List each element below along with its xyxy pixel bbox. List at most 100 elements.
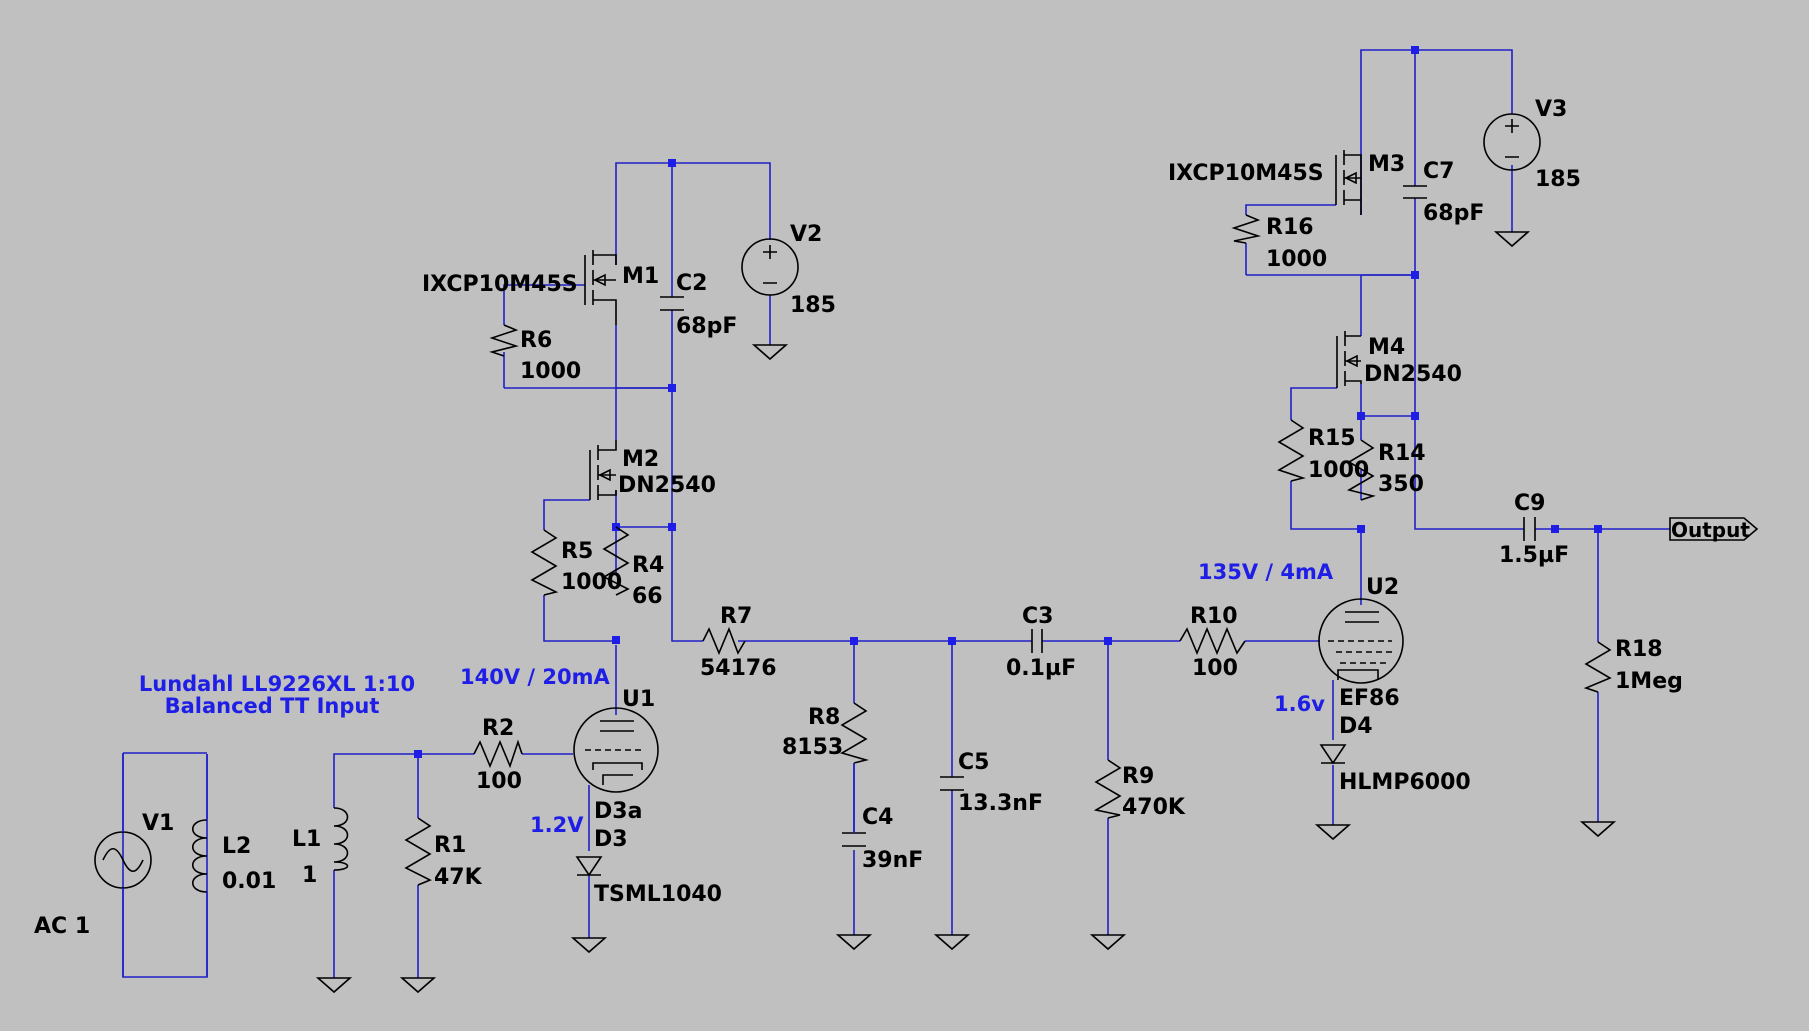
r15-resistor [1277,419,1306,482]
v2-value: 185 [790,293,836,318]
r15-value: 1000 [1308,458,1369,483]
r8-name: R8 [808,705,840,730]
r9-resistor [1093,759,1122,819]
c7-name: C7 [1423,159,1454,184]
v1-name: V1 [142,811,174,836]
c2-value: 68pF [676,314,737,339]
c5-value: 13.3nF [958,791,1043,816]
ground-symbols [315,231,1617,994]
r14-name: R14 [1378,441,1426,466]
r2-value: 100 [476,769,522,794]
r4-name: R4 [632,553,664,578]
d3-value: TSML1040 [594,882,722,907]
d3-name: D3 [594,827,628,852]
r18-name: R18 [1615,637,1663,662]
r10-name: R10 [1190,604,1238,629]
m3-mosfet [1335,150,1362,215]
l2-inductor [191,754,208,977]
c4-name: C4 [862,805,893,830]
m3-name: M3 [1368,152,1405,177]
m2-name: M2 [622,447,659,472]
r15-name: R15 [1308,426,1356,451]
d3-diode [575,856,603,877]
input-type-note: Balanced TT Input [165,694,380,718]
v3-name: V3 [1535,97,1567,122]
u2-tube [1318,598,1404,684]
r10-value: 100 [1192,656,1238,681]
r4-value: 66 [632,584,663,609]
junctions [414,46,1602,758]
d3a-name: D3a [594,799,642,824]
m1-mosfet [584,250,617,325]
u2-value: EF86 [1339,686,1400,711]
m2-value: DN2540 [618,473,716,498]
annotations: Lundahl LL9226XL 1:10 Balanced TT Input … [139,560,1334,837]
r18-value: 1Meg [1615,669,1683,694]
v3-source [1483,113,1541,171]
u1-tube [573,707,659,793]
m3-value: IXCP10M45S [1168,161,1324,186]
r1-value: 47K [434,865,483,890]
r1-name: R1 [434,833,466,858]
u1-name: U1 [622,687,655,712]
m2-mosfet [589,440,617,500]
r7-value: 54176 [700,656,777,681]
r16-value: 1000 [1266,247,1327,272]
r1-resistor [404,817,432,886]
r5-resistor [530,529,559,596]
m1-name: M1 [622,264,659,289]
c7-capacitor [1403,185,1427,199]
r2-name: R2 [482,716,514,741]
output-port-flag [1669,517,1759,541]
c5-capacitor [940,776,964,791]
r8-resistor [839,702,870,764]
r2-resistor [473,739,523,769]
c7-value: 68pF [1423,201,1484,226]
c9-capacitor [1523,517,1536,541]
v2-name: V2 [790,222,822,247]
u2-cathode-voltage: 1.6v [1274,692,1325,716]
c3-capacitor [1031,629,1043,653]
output-port-label: Output [1671,518,1750,542]
l1-name: L1 [292,827,321,852]
d4-diode [1319,744,1347,765]
component-labels: V1 AC 1 L2 0.01 L1 1 R1 47K R2 100 U1 D3… [34,97,1750,939]
r14-value: 350 [1378,472,1424,497]
v2-source [741,238,799,296]
r6-name: R6 [520,328,552,353]
u2-bias-note: 135V / 4mA [1198,560,1334,584]
r7-name: R7 [720,604,752,629]
r4-resistor [602,526,630,596]
u1-cathode-voltage: 1.2V [530,813,584,837]
wires [122,49,1670,978]
d4-name: D4 [1339,714,1373,739]
l1-inductor [333,807,349,871]
c3-value: 0.1µF [1006,656,1076,681]
r6-resistor [489,324,519,357]
c3-name: C3 [1022,604,1053,629]
r16-name: R16 [1266,215,1314,240]
v1-value: AC 1 [34,914,90,939]
m1-value: IXCP10M45S [422,272,578,297]
m4-value: DN2540 [1364,362,1462,387]
v1-source [94,753,152,977]
r16-resistor [1231,214,1262,244]
l1-value: 1 [302,863,317,888]
m4-mosfet [1336,331,1362,388]
c9-value: 1.5µF [1499,543,1569,568]
v3-value: 185 [1535,167,1581,192]
c2-name: C2 [676,271,707,296]
c4-capacitor [842,763,866,847]
c2-capacitor [660,296,684,311]
d4-value: HLMP6000 [1339,770,1471,795]
c5-name: C5 [958,750,989,775]
u2-name: U2 [1366,575,1399,600]
r8-value: 8153 [782,735,843,760]
r14-resistor [1346,416,1376,501]
m4-name: M4 [1368,335,1405,360]
r5-value: 1000 [561,570,622,595]
l2-value: 0.01 [222,869,276,894]
r9-name: R9 [1122,764,1154,789]
u1-bias-note: 140V / 20mA [460,665,610,689]
